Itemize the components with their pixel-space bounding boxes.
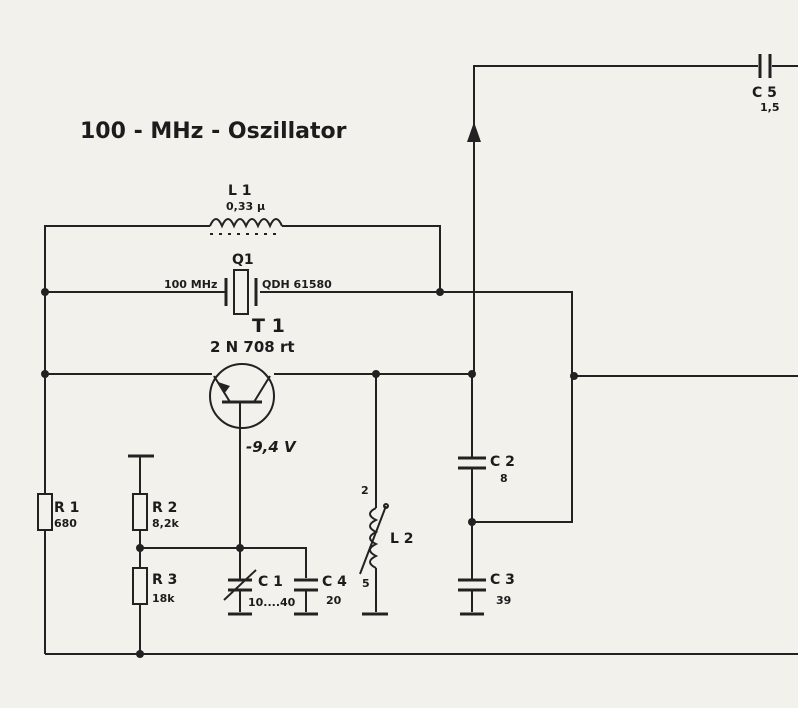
l2-tap-top: 2 [361, 484, 369, 497]
t1-emitter-voltage: -9,4 V [246, 438, 297, 456]
r2-value: 8,2k [152, 517, 179, 530]
q1-label: Q1 [232, 252, 254, 268]
l1-value: 0,33 µ [226, 200, 265, 213]
capacitor-c3: C 3 39 [458, 572, 515, 616]
inductor-l2: L 2 2 5 [359, 484, 414, 616]
signal-arrow-icon [467, 122, 481, 142]
c2-value: 8 [500, 472, 508, 485]
c5-label: C 5 [752, 85, 777, 101]
resistor-r3: R 3 18k [132, 567, 177, 605]
r2-label: R 2 [152, 500, 177, 516]
r1-value: 680 [54, 517, 77, 530]
c4-value: 20 [326, 594, 342, 607]
crystal-q1: Q1 100 MHz QDH 61580 [164, 252, 332, 315]
t1-label: T 1 [252, 315, 285, 337]
c5-value: 1,5 [760, 101, 780, 114]
capacitor-c1: C 1 10....40 [223, 569, 296, 616]
l2-tap-bottom: 5 [362, 577, 370, 590]
r3-value: 18k [152, 592, 175, 605]
capacitor-c5: C 5 1,5 [752, 54, 780, 114]
capacitor-c4: C 4 20 [294, 574, 347, 616]
t1-part-number: 2 N 708 rt [210, 338, 295, 356]
c3-label: C 3 [490, 572, 515, 588]
wires [44, 65, 798, 655]
capacitor-c2: C 2 8 [458, 454, 515, 485]
r3-label: R 3 [152, 572, 177, 588]
transistor-t1: T 1 2 N 708 rt -9,4 V [209, 315, 297, 456]
c1-label: C 1 [258, 574, 283, 590]
r1-label: R 1 [54, 500, 79, 516]
inductor-l1: L 1 0,33 µ [209, 183, 283, 235]
c2-label: C 2 [490, 454, 515, 470]
c3-value: 39 [496, 594, 511, 607]
c1-value: 10....40 [248, 596, 296, 609]
l1-label: L 1 [228, 183, 252, 199]
junctions [41, 288, 578, 658]
resistor-r1: R 1 680 [37, 493, 79, 531]
q1-frequency: 100 MHz [164, 278, 217, 291]
c4-label: C 4 [322, 574, 347, 590]
q1-part-number: QDH 61580 [262, 278, 332, 291]
diagram-title: 100 - MHz - Oszillator [80, 119, 347, 144]
l2-label: L 2 [390, 531, 414, 547]
resistor-r2: R 2 8,2k [128, 454, 179, 531]
